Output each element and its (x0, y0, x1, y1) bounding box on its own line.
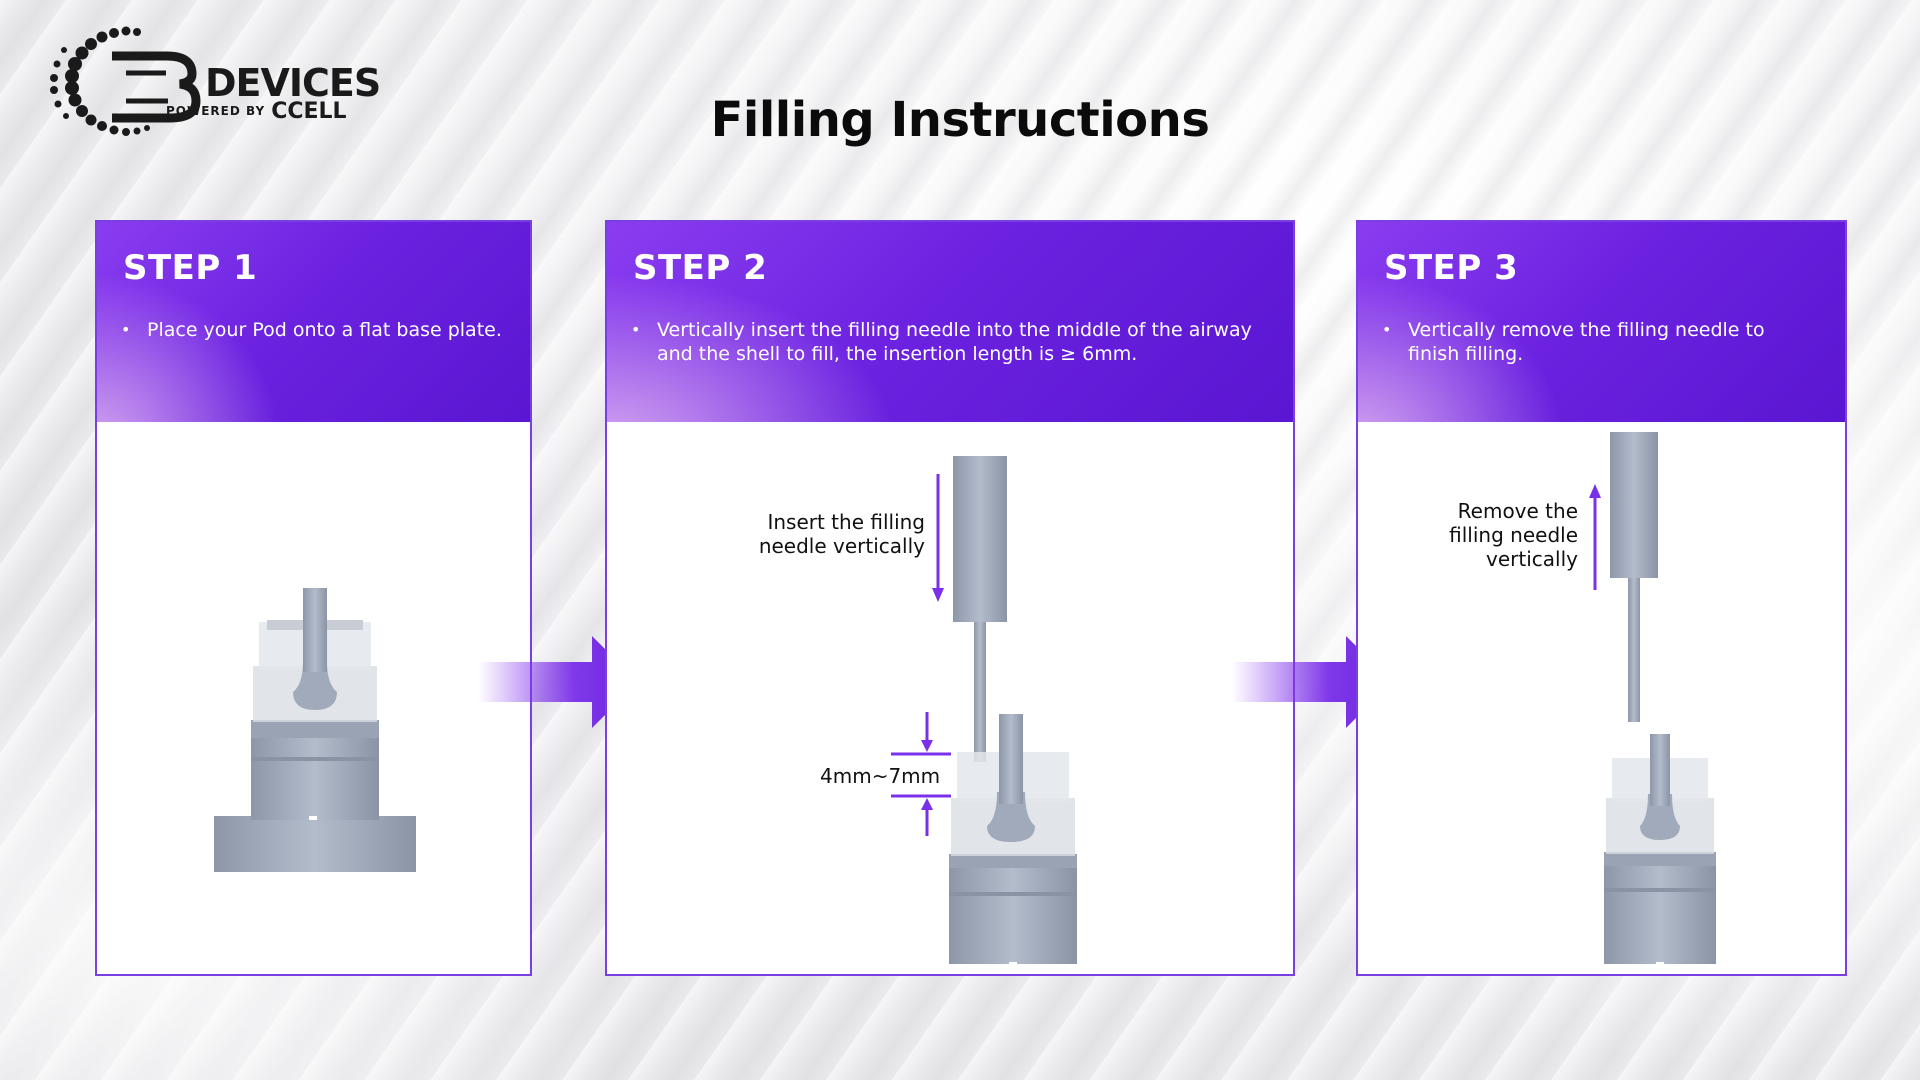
step-1-title: STEP 1 (123, 248, 258, 288)
pod-on-base-illustration (214, 588, 416, 872)
logo-mark-icon (50, 26, 201, 136)
needle-remove-illustration (1589, 432, 1716, 966)
step-2-title: STEP 2 (633, 248, 768, 288)
step-2-header: STEP 2 Vertically insert the filling nee… (607, 222, 1293, 422)
step-1-header: STEP 1 Place your Pod onto a flat base p… (97, 222, 530, 422)
step-1-text: Place your Pod onto a flat base plate. (121, 318, 502, 342)
page-title: Filling Instructions (710, 92, 1210, 148)
logo-ccell-text: CCELL (271, 99, 347, 124)
step-2-card: STEP 2 Vertically insert the filling nee… (605, 220, 1295, 976)
remove-needle-label: Remove the filling needle vertically (1449, 499, 1578, 571)
step-1-card: STEP 1 Place your Pod onto a flat base p… (95, 220, 532, 976)
step-2-text: Vertically insert the filling needle int… (631, 318, 1265, 366)
logo-powered-by: POWERED BY CCELL (166, 101, 347, 123)
needle-insert-illustration (891, 456, 1077, 966)
step-3-card: STEP 3 Vertically remove the filling nee… (1356, 220, 1847, 976)
arrow-right-icon (1232, 636, 1392, 728)
insertion-range-label: 4mm~7mm (820, 764, 941, 788)
insert-needle-label: Insert the filling needle vertically (758, 510, 925, 558)
step-3-title: STEP 3 (1384, 248, 1519, 288)
step-3-text: Vertically remove the filling needle to … (1382, 318, 1817, 366)
logo-powered-text: POWERED BY (166, 104, 266, 118)
step-3-header: STEP 3 Vertically remove the filling nee… (1358, 222, 1845, 422)
arrow-right-icon (478, 636, 638, 728)
logo-brand-text: DEVICES (205, 61, 381, 105)
brand-logo: DEVICES POWERED BY CCELL (42, 26, 381, 138)
